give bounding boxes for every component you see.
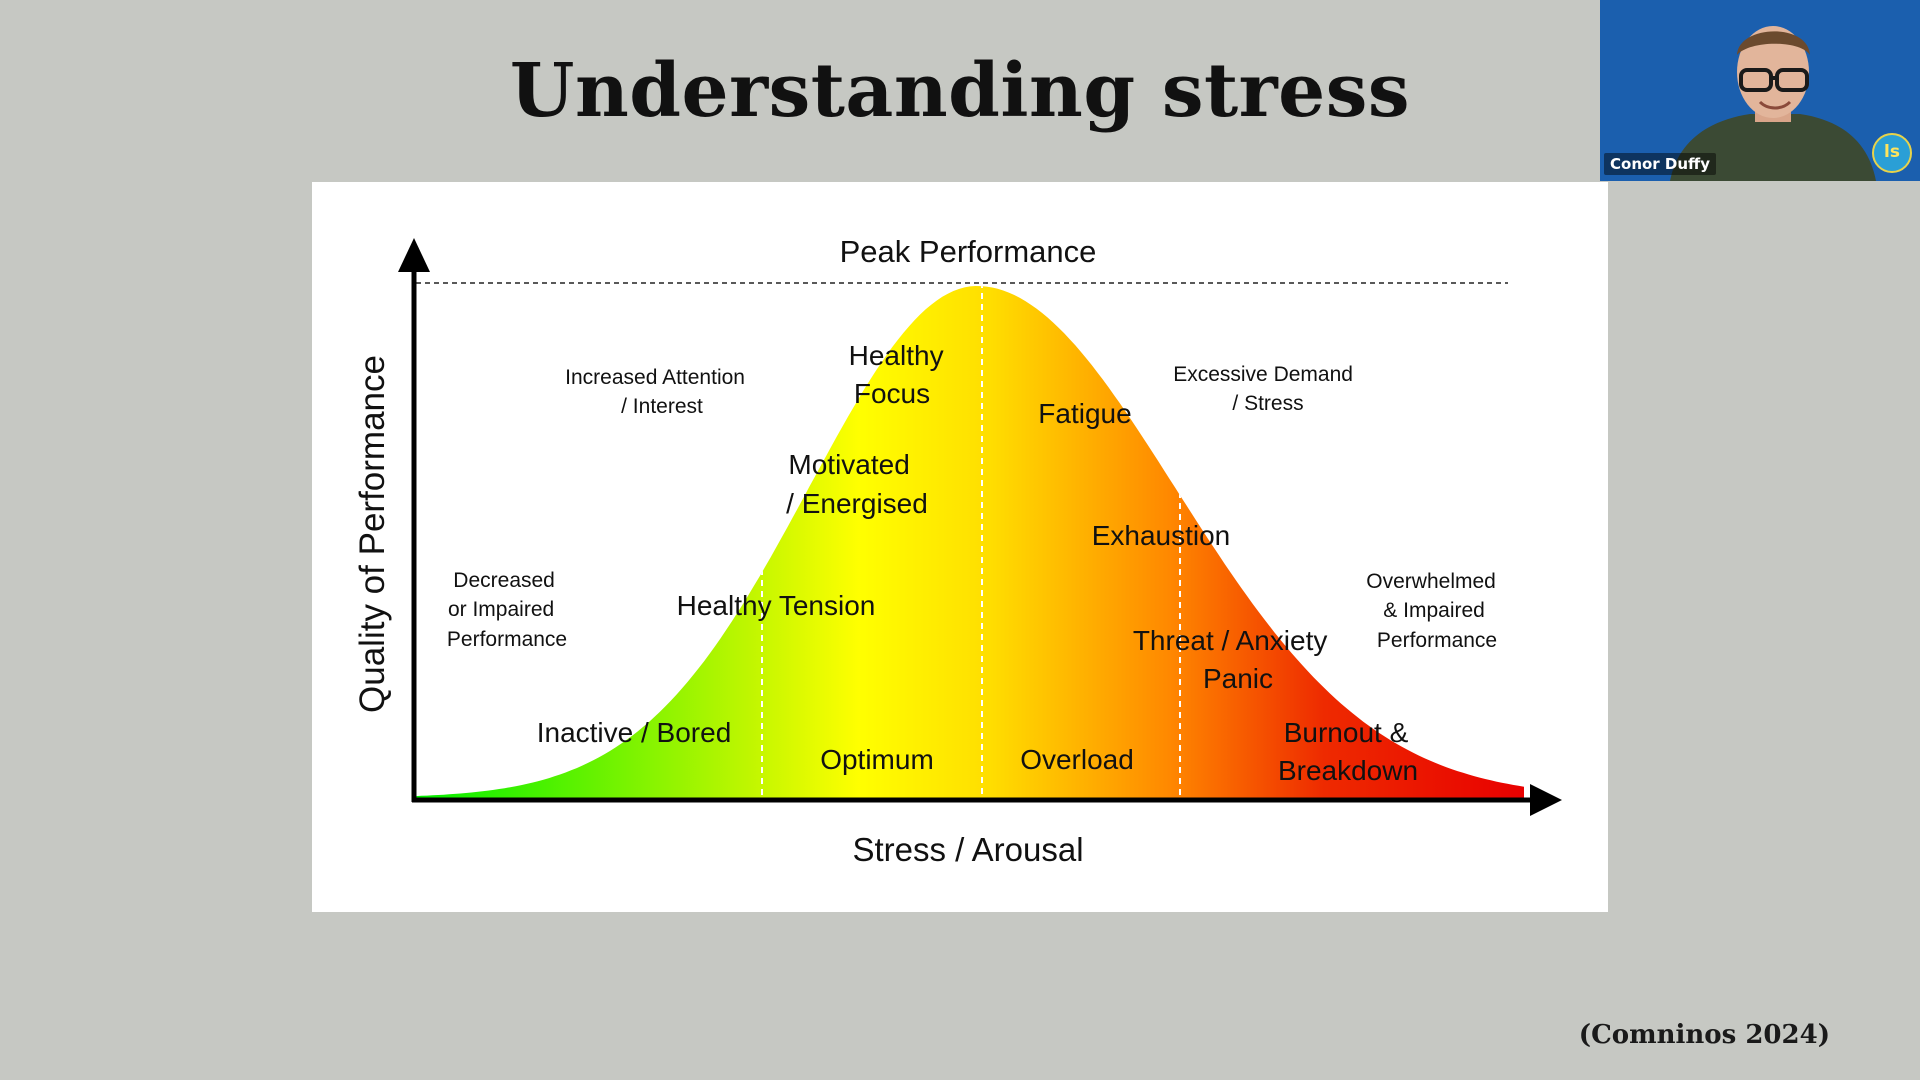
stress-curve-chart: Peak Performance Stress / Arousal Qualit… <box>353 234 1562 868</box>
zone-label-burnout: Burnout &Breakdown <box>1278 717 1418 786</box>
annotation-excessive-demand: Excessive Demand / Stress <box>1173 363 1359 415</box>
annotation-motivated: Motivated / Energised <box>786 449 928 519</box>
annotation-increased-attention: Increased Attention / Interest <box>565 366 751 418</box>
x-axis-label: Stress / Arousal <box>852 831 1083 868</box>
participant-video-tile[interactable]: Conor Duffy ls <box>1600 0 1920 181</box>
stress-curve-figure: Peak Performance Stress / Arousal Qualit… <box>312 182 1608 912</box>
annotation-fatigue: Fatigue <box>1038 398 1131 429</box>
annotation-exhaustion: Exhaustion <box>1092 520 1231 551</box>
peak-performance-label: Peak Performance <box>840 234 1097 269</box>
presenter-avatar <box>1670 26 1876 181</box>
annotation-healthy-tension: Healthy Tension <box>677 590 876 621</box>
organisation-logo-icon: ls <box>1872 133 1912 173</box>
y-axis-arrow <box>398 238 430 272</box>
x-axis-arrow <box>1530 784 1562 816</box>
annotation-threat: Threat / Anxiety Panic <box>1133 625 1335 694</box>
participant-name: Conor Duffy <box>1604 153 1716 175</box>
zone-label-overload: Overload <box>1020 744 1134 775</box>
annotation-decreased: Decreased or Impaired Performance <box>447 569 567 651</box>
annotation-healthy-focus: Healthy Focus <box>849 340 952 409</box>
performance-curve <box>416 286 1524 798</box>
zone-label-inactive: Inactive / Bored <box>537 717 732 748</box>
annotation-overwhelmed: Overwhelmed & Impaired Performance <box>1366 570 1501 652</box>
slide-title: Understanding stress <box>509 48 1411 134</box>
y-axis-label: Quality of Performance <box>353 355 392 713</box>
citation: (Comninos 2024) <box>1578 1020 1830 1050</box>
zone-label-optimum: Optimum <box>820 744 934 775</box>
